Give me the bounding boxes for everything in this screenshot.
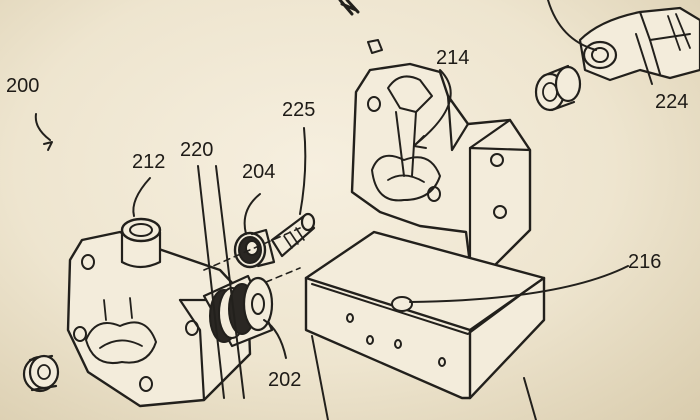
ref-label-204: 204: [242, 161, 276, 183]
assembly-label-200: 200: [6, 75, 40, 97]
small-block-fragment: [367, 39, 383, 54]
ref-label-225: 225: [282, 99, 316, 121]
bushing-lower-left: [22, 354, 60, 393]
boss-part-212: [120, 217, 162, 269]
ref-label-214: 214: [436, 47, 470, 69]
cover-block-216: [304, 230, 546, 400]
ref-label-220: 220: [180, 139, 214, 161]
assembly-axis-lines: [203, 227, 301, 283]
ref-label-202: 202: [268, 369, 302, 391]
ref-label-216: 216: [628, 251, 662, 273]
housing-part-214: [350, 62, 532, 270]
ref-label-224: 224: [655, 91, 689, 113]
top-screw-fragment: [338, 0, 360, 16]
bushing-upper-right: [534, 64, 582, 112]
shaft-part-225: [270, 212, 316, 258]
leader-lines: [34, 0, 653, 420]
base-block: [66, 230, 252, 408]
ref-label-212: 212: [132, 151, 166, 173]
